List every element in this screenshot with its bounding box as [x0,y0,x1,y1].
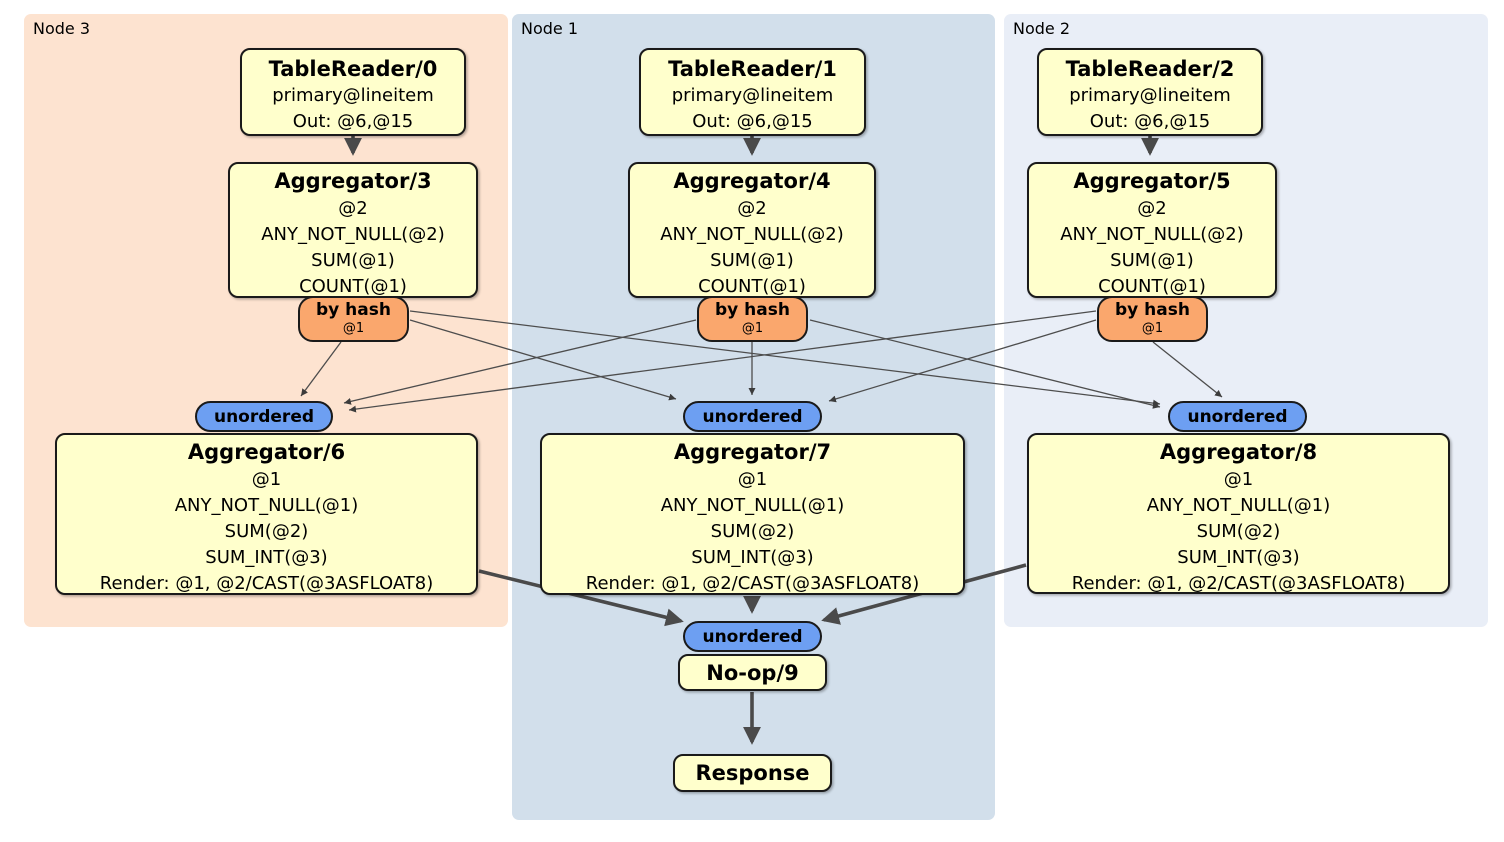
edge-router1-to-sync3 [343,319,697,405]
table-reader-1-box: TableReader/1 primary@lineitem Out: @6,@… [639,48,866,136]
aggregator-4-line: ANY_NOT_NULL(@2) [660,224,844,245]
aggregator-7-title: Aggregator/7 [673,440,832,464]
table-reader-0-title: TableReader/0 [268,57,438,81]
aggregator-3-title: Aggregator/3 [274,169,432,193]
aggregator-6-line: ANY_NOT_NULL(@1) [174,495,359,516]
unordered-sync-node1: unordered [683,401,822,432]
aggregator-3-line: SUM(@1) [311,250,395,271]
aggregator-6-title: Aggregator/6 [187,440,346,464]
by-hash-router-node2: by hash @1 [1097,296,1208,342]
aggregator-4-title: Aggregator/4 [673,169,831,193]
aggregator-8-line: SUM_INT(@3) [1177,547,1300,568]
edge-router1-to-sync2 [809,319,1161,409]
by-hash-router-node3-detail: @1 [342,321,365,336]
aggregator-4-box: Aggregator/4 @2 ANY_NOT_NULL(@2) SUM(@1)… [628,162,876,298]
aggregator-7-line: SUM(@2) [710,521,795,542]
aggregator-3-box: Aggregator/3 @2 ANY_NOT_NULL(@2) SUM(@1)… [228,162,478,298]
aggregator-6-render-line: Render: @1, @2/CAST(@3ASFLOAT8) [99,573,434,594]
edge-router3-to-sync2 [409,310,1161,407]
aggregator-3-line: @2 [338,198,368,219]
aggregator-7-line: SUM_INT(@3) [691,547,814,568]
table-reader-0-box: TableReader/0 primary@lineitem Out: @6,@… [240,48,466,136]
aggregator-7-box: Aggregator/7 @1 ANY_NOT_NULL(@1) SUM(@2)… [540,433,965,595]
response-title: Response [695,761,810,785]
aggregator-3-line: COUNT(@1) [299,276,407,297]
no-op-box: No-op/9 [678,654,827,691]
aggregator-8-line: @1 [1223,469,1254,490]
by-hash-router-node1-detail: @1 [741,321,764,336]
aggregator-5-box: Aggregator/5 @2 ANY_NOT_NULL(@2) SUM(@1)… [1027,162,1277,298]
by-hash-router-node2-detail: @1 [1141,321,1164,336]
unordered-sync-node1-label: unordered [702,406,803,427]
table-reader-0-index: primary@lineitem [272,85,434,106]
table-reader-2-out: Out: @6,@15 [1089,111,1211,132]
aggregator-6-box: Aggregator/6 @1 ANY_NOT_NULL(@1) SUM(@2)… [55,433,478,595]
aggregator-8-box: Aggregator/8 @1 ANY_NOT_NULL(@1) SUM(@2)… [1027,433,1450,594]
aggregator-7-render-line: Render: @1, @2/CAST(@3ASFLOAT8) [585,573,920,594]
aggregator-5-line: SUM(@1) [1110,250,1194,271]
table-reader-1-out: Out: @6,@15 [692,111,813,132]
by-hash-router-node2-label: by hash [1115,300,1190,320]
table-reader-0-out: Out: @6,@15 [292,111,414,132]
unordered-sync-node3: unordered [195,401,333,432]
table-reader-2-index: primary@lineitem [1069,85,1231,106]
aggregator-6-line: @1 [251,469,282,490]
node3-label: Node 3 [33,19,91,38]
aggregator-8-line: SUM(@2) [1196,521,1281,542]
aggregator-5-line: COUNT(@1) [1098,276,1206,297]
table-reader-1-title: TableReader/1 [668,57,837,81]
aggregator-5-line: ANY_NOT_NULL(@2) [1060,224,1244,245]
aggregator-4-line: SUM(@1) [710,250,794,271]
unordered-sync-node2: unordered [1168,401,1307,432]
table-reader-2-title: TableReader/2 [1065,57,1235,81]
by-hash-router-node1-label: by hash [715,300,790,320]
aggregator-7-line: ANY_NOT_NULL(@1) [660,495,845,516]
aggregator-6-line: SUM(@2) [224,521,309,542]
response-box: Response [673,754,832,792]
by-hash-router-node3: by hash @1 [298,296,409,342]
table-reader-1-index: primary@lineitem [671,85,834,106]
unordered-sync-node2-label: unordered [1187,406,1288,427]
unordered-sync-node3-label: unordered [213,406,315,427]
unordered-sync-final-label: unordered [702,626,803,647]
by-hash-router-node3-label: by hash [316,300,391,320]
aggregator-5-title: Aggregator/5 [1073,169,1231,193]
edge-router2-to-sync2 [1152,341,1223,398]
aggregator-8-render-line: Render: @1, @2/CAST(@3ASFLOAT8) [1071,573,1406,594]
aggregator-7-line: @1 [737,469,768,490]
edge-router2-to-sync1 [828,319,1097,403]
aggregator-8-title: Aggregator/8 [1159,440,1318,464]
aggregator-5-line: @2 [1137,198,1167,219]
edge-router3-to-sync3 [300,341,342,397]
aggregator-8-line: ANY_NOT_NULL(@1) [1146,495,1331,516]
table-reader-2-box: TableReader/2 primary@lineitem Out: @6,@… [1037,48,1263,136]
node1-label: Node 1 [521,19,579,38]
unordered-sync-final: unordered [683,621,822,652]
edge-router3-to-sync1 [409,319,677,401]
by-hash-router-node1: by hash @1 [697,296,808,342]
node2-label: Node 2 [1013,19,1071,38]
no-op-title: No-op/9 [706,660,799,685]
edge-router2-to-sync3 [348,310,1097,413]
aggregator-3-line: ANY_NOT_NULL(@2) [261,224,445,245]
edge-aggregator6-to-final-sync [478,569,684,627]
aggregator-6-line: SUM_INT(@3) [205,547,328,568]
aggregator-4-line: @2 [737,198,767,219]
aggregator-4-line: COUNT(@1) [698,276,806,297]
